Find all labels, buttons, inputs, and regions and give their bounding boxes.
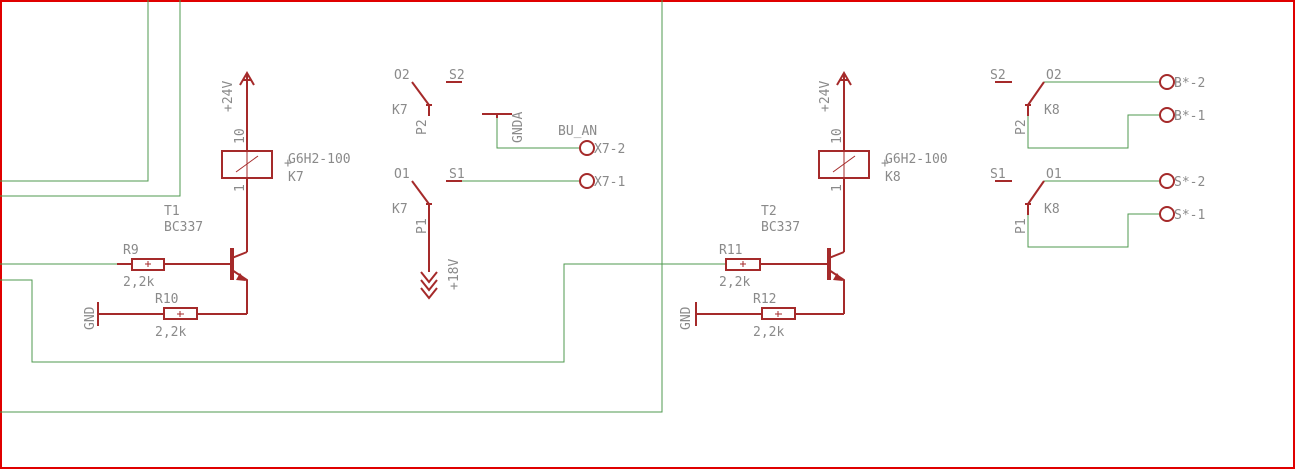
relay-pin-top-2: 10 xyxy=(830,128,845,144)
r11-value: 2,2k xyxy=(719,275,750,290)
connector-b-2-label: B*-2 xyxy=(1174,76,1205,91)
transistor-type: BC337 xyxy=(164,220,203,235)
relay-type-label: G6H2-100 xyxy=(288,152,351,167)
r9-name: R9 xyxy=(123,243,139,258)
relay-pin-top: 10 xyxy=(233,128,248,144)
wire-p1-to-s1 xyxy=(1027,213,1160,248)
wire-vertical-bus xyxy=(0,0,663,413)
net-name-label: BU_AN xyxy=(558,124,597,139)
relay-pin-bottom: 1 xyxy=(233,184,248,192)
contact-a-k-label: K7 xyxy=(392,103,408,118)
connector-x7-1[interactable] xyxy=(579,173,595,189)
contact-a-s-label: S2 xyxy=(449,68,465,83)
contact-2a-k-label: K8 xyxy=(1044,103,1060,118)
wire-p2-to-b1 xyxy=(1027,114,1160,149)
contact-2a-o-label: O2 xyxy=(1046,68,1062,83)
relay-contact-k7-b xyxy=(411,180,462,272)
wire-loop-to-r11 xyxy=(0,263,726,363)
relay-plus-marker: + xyxy=(284,156,292,171)
supply-24v-symbol-2 xyxy=(836,71,852,151)
gnda-symbol xyxy=(482,113,512,118)
wires xyxy=(0,0,1160,413)
wire-left-upper-inner xyxy=(0,0,149,182)
connector-x7-2-label: X7-2 xyxy=(594,142,625,157)
connector-b-2[interactable] xyxy=(1159,74,1175,90)
contact-a-o-label: O2 xyxy=(394,68,410,83)
contact-b-s-label: S1 xyxy=(449,167,465,182)
r11-name: R11 xyxy=(719,243,742,258)
relay-name-label-2: K8 xyxy=(885,170,901,185)
connector-s-1-label: S*-1 xyxy=(1174,208,1205,223)
transistor-name: T1 xyxy=(164,204,180,219)
contact-2b-k-label: K8 xyxy=(1044,202,1060,217)
connector-x7-1-label: X7-1 xyxy=(594,175,625,190)
relay-contact-k7-a xyxy=(411,81,462,116)
connector-s-2[interactable] xyxy=(1159,173,1175,189)
contact-2b-s-label: S1 xyxy=(990,167,1006,182)
connector-x7-2[interactable] xyxy=(579,140,595,156)
relay-name-label: K7 xyxy=(288,170,304,185)
contact-b-o-label: O1 xyxy=(394,167,410,182)
connector-b-1[interactable] xyxy=(1159,107,1175,123)
supply-24v-label-2: +24V xyxy=(818,81,833,112)
contact-2a-p-label: P2 xyxy=(1014,119,1029,135)
contact-b-k-label: K7 xyxy=(392,202,408,217)
r10-value: 2,2k xyxy=(155,325,186,340)
supply-18v-symbol xyxy=(420,271,438,300)
relay-coil-k7 xyxy=(221,150,273,179)
contact-2b-o-label: O1 xyxy=(1046,167,1062,182)
relay-contact-k8-b xyxy=(995,180,1045,215)
stage-2: +24V 10 1 G6H2-100 + K8 T2 BC337 R11 2,2… xyxy=(679,68,1205,340)
supply-18v-label: +18V xyxy=(447,259,462,290)
relay-type-label-2: G6H2-100 xyxy=(885,152,948,167)
contact-2b-p-label: P1 xyxy=(1014,218,1029,234)
relay-pin-bottom-2: 1 xyxy=(830,184,845,192)
resistor-r11 xyxy=(725,258,761,271)
r12-name: R12 xyxy=(753,292,776,307)
wire-left-upper-outer xyxy=(0,0,181,197)
transistor-name-2: T2 xyxy=(761,204,777,219)
transistor-t1 xyxy=(230,248,248,314)
relay-contact-k8-a xyxy=(995,81,1045,116)
r10-name: R10 xyxy=(155,292,178,307)
relay-coil-k8 xyxy=(818,150,870,179)
stage-1: +24V 10 1 G6H2-100 + K7 T1 BC337 R9 xyxy=(83,68,625,340)
contact-b-p-label: P1 xyxy=(415,218,430,234)
resistor-r9 xyxy=(131,258,165,271)
relay-plus-marker-2: + xyxy=(881,156,889,171)
transistor-type-2: BC337 xyxy=(761,220,800,235)
contact-2a-s-label: S2 xyxy=(990,68,1006,83)
r9-value: 2,2k xyxy=(123,275,154,290)
connector-b-1-label: B*-1 xyxy=(1174,109,1205,124)
r12-value: 2,2k xyxy=(753,325,784,340)
contact-a-p-label: P2 xyxy=(415,119,430,135)
resistor-r12 xyxy=(761,307,796,320)
gnd-label: GND xyxy=(83,306,98,330)
transistor-t2 xyxy=(827,248,845,314)
supply-24v-symbol xyxy=(239,71,255,151)
wire-gnda-to-x7-2 xyxy=(496,116,580,149)
supply-24v-label: +24V xyxy=(221,81,236,112)
gnd-label-2: GND xyxy=(679,306,694,330)
connector-s-2-label: S*-2 xyxy=(1174,175,1205,190)
gnda-label: GNDA xyxy=(511,112,526,143)
resistor-r10 xyxy=(163,307,198,320)
connector-s-1[interactable] xyxy=(1159,206,1175,222)
